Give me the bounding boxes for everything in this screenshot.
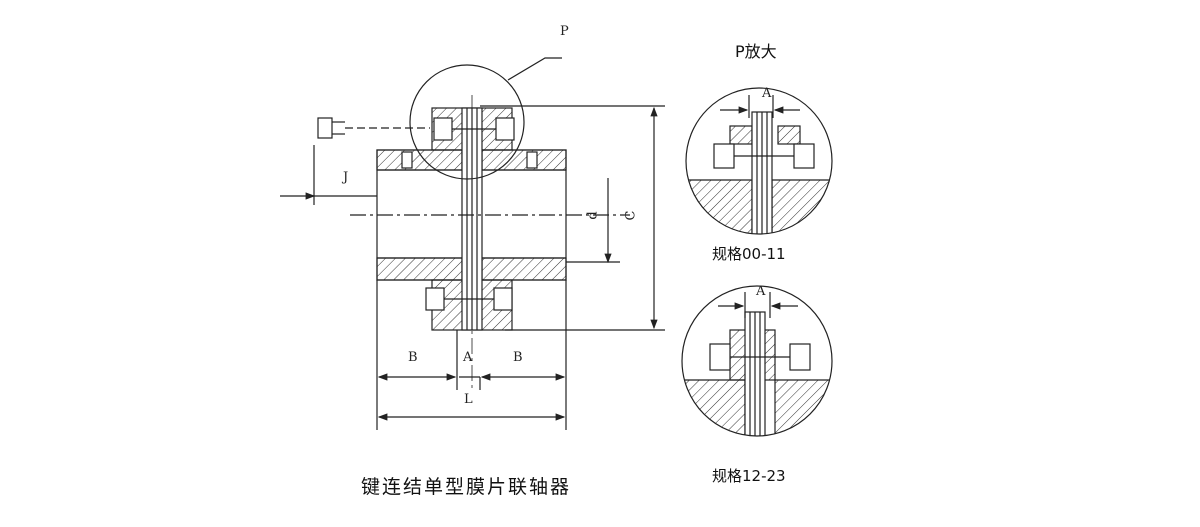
detail-bottom-circle [681,285,833,437]
top-flange-right [481,149,567,171]
bottom-flange-right [481,257,567,281]
label-b-left: B [408,350,418,365]
loose-bolt-head [317,117,333,139]
detail-top-label-a: A [762,86,772,101]
label-b-right: B [513,350,523,365]
label-d: d [585,211,601,220]
label-c: C [623,210,639,221]
top-bolt-head [433,117,453,141]
label-p: P [560,24,569,39]
detail-top [685,87,833,235]
bottom-bolt-nut [493,287,513,311]
detail-bottom-caption: 规格12-23 [712,467,786,485]
label-a: A [463,350,473,365]
detail-top-circle [685,87,833,235]
bottom-bolt-head [425,287,445,311]
main-view [280,57,665,430]
detail-top-caption: 规格00-11 [712,245,786,263]
detail-bottom [681,285,833,437]
top-bolt-nut [495,117,515,141]
label-j: J [343,170,349,185]
main-caption: 键连结单型膜片联轴器 [361,476,572,498]
detail-bottom-label-a: A [756,284,766,299]
detail-top-title: P放大 [735,42,777,61]
label-l: L [464,392,473,407]
bottom-flange-left [376,257,463,281]
detail-p-circle [409,64,525,180]
